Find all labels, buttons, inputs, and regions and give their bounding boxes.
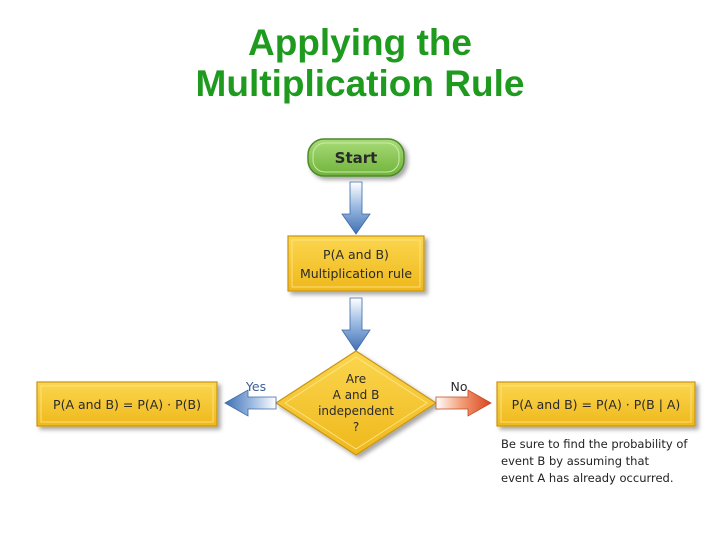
decision-line-3: independent [318,404,394,418]
independent-formula-box: P(A and B) = P(A) · P(B) [36,381,218,427]
start-node: Start [307,138,405,177]
page-title: Applying the Multiplication Rule [0,22,720,104]
yes-label: Yes [245,379,266,394]
start-label: Start [335,149,378,167]
decision-line-2: A and B [333,388,380,402]
step-line-1: P(A and B) [323,247,389,262]
no-arrow: No [435,379,492,417]
decision-line-4: ? [353,420,359,434]
title-line-2: Multiplication Rule [195,63,525,104]
note-line-1: Be sure to find the probability of [501,437,688,451]
note-line-3: event A has already occurred. [501,471,674,485]
dependent-formula: P(A and B) = P(A) · P(B | A) [512,397,681,412]
independent-formula: P(A and B) = P(A) · P(B) [53,397,201,412]
dependent-note: Be sure to find the probability of event… [501,436,716,487]
arrow-down-2 [341,297,371,352]
title-line-1: Applying the [247,22,473,63]
no-label: No [451,379,468,394]
yes-arrow: Yes [224,379,277,417]
decision-line-1: Are [346,372,366,386]
note-line-2: event B by assuming that [501,454,650,468]
step-line-2: Multiplication rule [300,266,412,281]
multiplication-rule-box: P(A and B) Multiplication rule [287,235,425,292]
dependent-formula-box: P(A and B) = P(A) · P(B | A) [496,381,696,427]
arrow-down-1 [341,181,371,235]
decision-diamond: Are A and B independent ? [274,350,438,456]
